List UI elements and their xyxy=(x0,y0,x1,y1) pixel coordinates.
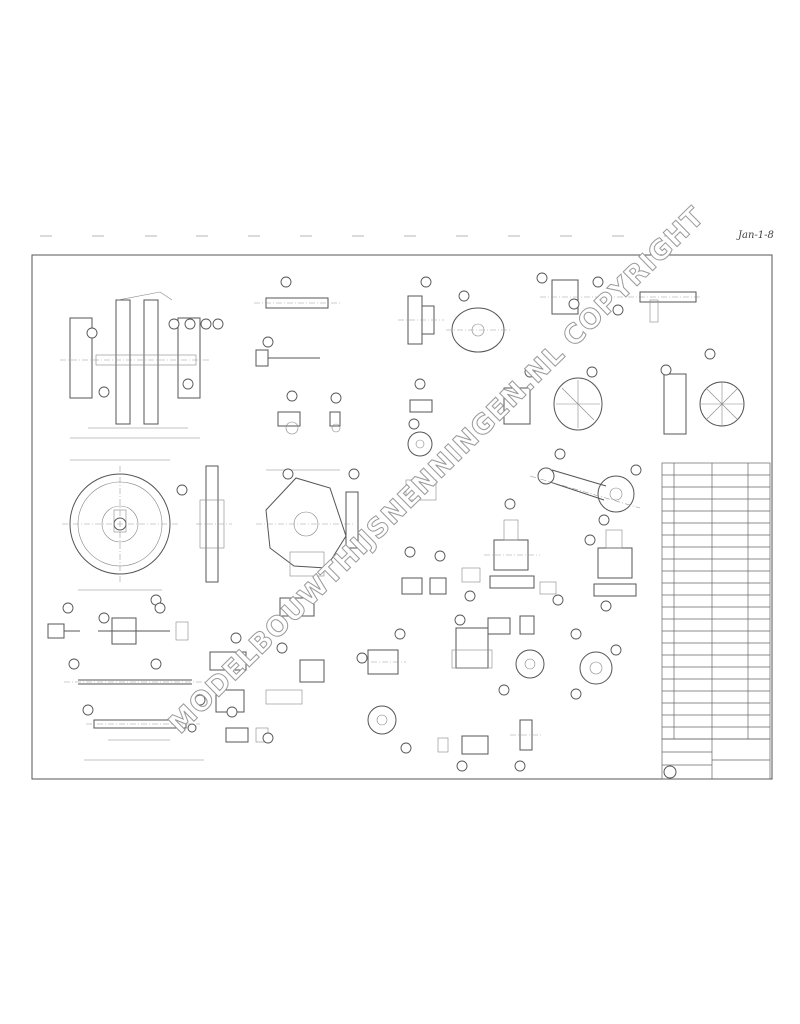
balloon-15 xyxy=(82,704,94,716)
part-valve-gear xyxy=(401,519,637,597)
balloon-45 xyxy=(454,614,466,626)
part-flywheel xyxy=(62,459,232,591)
balloon-54 xyxy=(230,632,242,644)
balloon-3 xyxy=(168,318,180,330)
balloon-28 xyxy=(592,276,604,288)
balloon-7 xyxy=(182,378,194,390)
balloon-31 xyxy=(524,366,536,378)
balloon-8 xyxy=(176,484,188,496)
part-cylinder-top-right xyxy=(503,279,745,435)
balloon-27 xyxy=(536,272,548,284)
balloon-51 xyxy=(356,652,368,664)
parts-list-table xyxy=(661,462,771,740)
balloon-35 xyxy=(554,448,566,460)
part-pins xyxy=(254,297,341,435)
part-frame xyxy=(256,469,359,617)
part-fittings xyxy=(209,651,542,755)
balloon-17 xyxy=(280,276,292,288)
balloon-37 xyxy=(598,514,610,526)
balloon-56 xyxy=(262,732,274,744)
balloon-33 xyxy=(660,364,672,376)
balloon-14 xyxy=(150,658,162,670)
part-crank-lever xyxy=(529,467,641,513)
balloon-24 xyxy=(458,290,470,302)
balloon-29 xyxy=(568,298,580,310)
balloon-10 xyxy=(62,602,74,614)
balloon-19 xyxy=(286,390,298,402)
balloon-41 xyxy=(434,550,446,562)
balloon-42 xyxy=(552,594,564,606)
balloon-2 xyxy=(98,386,110,398)
balloon-26 xyxy=(408,418,420,430)
balloon-18 xyxy=(262,336,274,348)
balloon-52 xyxy=(400,742,412,754)
balloon-55 xyxy=(226,706,238,718)
balloon-4 xyxy=(184,318,196,330)
balloon-30 xyxy=(612,304,624,316)
balloon-5 xyxy=(200,318,212,330)
balloon-16 xyxy=(194,694,206,706)
balloon-57 xyxy=(456,760,468,772)
company-seal xyxy=(663,765,677,779)
balloon-50 xyxy=(570,688,582,700)
balloon-34 xyxy=(704,348,716,360)
balloon-36 xyxy=(630,464,642,476)
balloon-22 xyxy=(348,468,360,480)
balloon-58 xyxy=(514,760,526,772)
balloon-20 xyxy=(330,392,342,404)
balloon-6 xyxy=(212,318,224,330)
balloon-43 xyxy=(584,534,596,546)
balloon-53 xyxy=(276,642,288,654)
balloon-11 xyxy=(154,602,166,614)
balloon-39 xyxy=(464,590,476,602)
drawing-border xyxy=(31,254,773,780)
balloon-32 xyxy=(586,366,598,378)
title-block xyxy=(661,738,771,780)
corner-signature: Jan-1-8 xyxy=(736,230,774,241)
balloon-1 xyxy=(86,327,98,339)
balloon-44 xyxy=(600,600,612,612)
balloon-38 xyxy=(504,498,516,510)
balloon-47 xyxy=(498,684,510,696)
part-piston-rod xyxy=(47,617,206,761)
balloon-46 xyxy=(394,628,406,640)
part-shaft-assembly-top-left xyxy=(60,291,210,439)
balloon-13 xyxy=(68,658,80,670)
balloon-21 xyxy=(282,468,294,480)
part-eccentric xyxy=(265,615,613,735)
part-valve-block xyxy=(398,295,510,501)
balloon-25 xyxy=(414,378,426,390)
balloon-23 xyxy=(420,276,432,288)
balloon-12 xyxy=(98,612,110,624)
balloon-49 xyxy=(610,644,622,656)
balloon-40 xyxy=(404,546,416,558)
balloon-48 xyxy=(570,628,582,640)
copyright-watermark: MODELBOUWTHIJSNENNINGEN.NL COPYRIGHT xyxy=(163,201,711,740)
